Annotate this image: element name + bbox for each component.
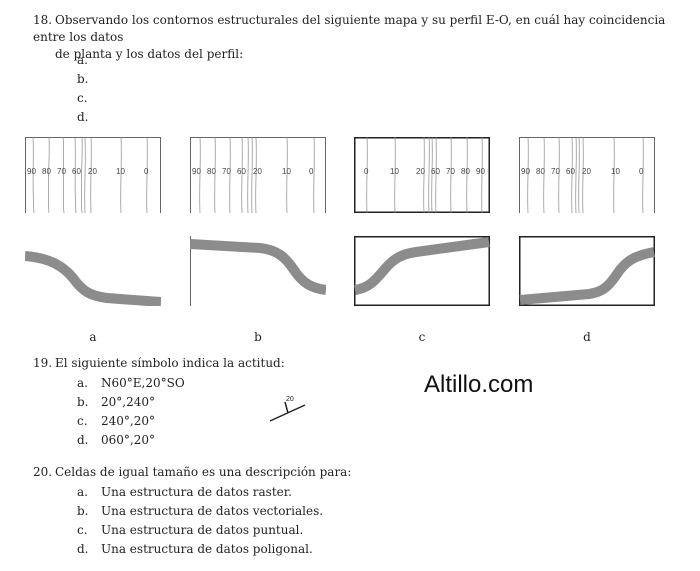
option-18-b[interactable]: b. — [77, 72, 89, 86]
svg-text:90: 90 — [521, 167, 530, 176]
option-20-b[interactable]: b.Una estructura de datos vectoriales. — [77, 504, 324, 518]
svg-text:20: 20 — [582, 167, 591, 176]
map-a: 90 80 70 60 20 10 0 — [25, 137, 161, 213]
panel-b-caption: b — [254, 330, 262, 344]
panel-c-caption: c — [418, 330, 426, 344]
svg-text:60: 60 — [431, 167, 440, 176]
question-19-number: 19. — [33, 356, 53, 370]
option-18-a[interactable]: a. — [77, 53, 88, 67]
panel-a-caption: a — [89, 330, 97, 344]
svg-text:90: 90 — [192, 167, 201, 176]
svg-text:20: 20 — [88, 167, 97, 176]
option-19-a[interactable]: a.N60°E,20°SO — [77, 376, 185, 390]
question-18-text-line1: Observando los contornos estructurales d… — [33, 13, 666, 44]
svg-text:70: 70 — [551, 167, 560, 176]
svg-text:80: 80 — [536, 167, 545, 176]
question-20: 20.Celdas de igual tamaño es una descrip… — [33, 464, 351, 481]
question-18: 18.Observando los contornos estructurale… — [33, 12, 673, 63]
strike-dip-label: 20 — [286, 396, 294, 403]
question-18-options: a. b. c. d. — [77, 51, 89, 127]
profile-c — [354, 236, 490, 306]
option-19-b[interactable]: b.20°,240° — [77, 395, 155, 409]
svg-text:0: 0 — [309, 167, 314, 176]
svg-text:10: 10 — [282, 167, 291, 176]
option-18-d[interactable]: d. — [77, 110, 89, 124]
svg-text:70: 70 — [57, 167, 66, 176]
svg-text:10: 10 — [611, 167, 620, 176]
profile-a — [25, 251, 161, 306]
option-19-d[interactable]: d.060°,20° — [77, 433, 155, 447]
strike-dip-symbol: 20 — [269, 396, 306, 422]
svg-text:70: 70 — [222, 167, 231, 176]
svg-text:10: 10 — [390, 167, 399, 176]
svg-text:60: 60 — [72, 167, 81, 176]
map-d: 90 80 70 60 20 10 0 — [519, 137, 655, 213]
svg-text:0: 0 — [144, 167, 149, 176]
profile-d — [519, 236, 655, 306]
question-18-text-line2: de planta y los datos del perfil: — [55, 47, 244, 61]
svg-text:60: 60 — [566, 167, 575, 176]
svg-text:20: 20 — [253, 167, 262, 176]
svg-text:0: 0 — [364, 167, 369, 176]
svg-text:80: 80 — [461, 167, 470, 176]
option-20-d[interactable]: d.Una estructura de datos poligonal. — [77, 542, 313, 556]
question-20-options: a.Una estructura de datos raster. b.Una … — [77, 483, 323, 559]
svg-text:80: 80 — [207, 167, 216, 176]
svg-text:60: 60 — [237, 167, 246, 176]
question-20-text: Celdas de igual tamaño es una descripció… — [55, 465, 352, 479]
svg-text:0: 0 — [639, 167, 644, 176]
panel-d-caption: d — [583, 330, 591, 344]
svg-text:20: 20 — [416, 167, 425, 176]
map-a-labels: 90 80 70 60 20 10 0 — [27, 167, 149, 176]
map-b-labels: 90 80 70 60 20 10 0 — [192, 167, 314, 176]
map-c: 0 10 20 60 70 80 90 — [354, 137, 490, 213]
option-20-a[interactable]: a.Una estructura de datos raster. — [77, 485, 292, 499]
profile-b — [190, 236, 326, 306]
option-18-c[interactable]: c. — [77, 91, 88, 105]
option-20-c[interactable]: c.Una estructura de datos puntual. — [77, 523, 304, 537]
svg-text:70: 70 — [446, 167, 455, 176]
map-b: 90 80 70 60 20 10 0 — [190, 137, 326, 213]
svg-text:10: 10 — [116, 167, 125, 176]
option-19-c[interactable]: c.240°,20° — [77, 414, 155, 428]
svg-text:90: 90 — [476, 167, 485, 176]
question-20-number: 20. — [33, 465, 53, 479]
svg-text:80: 80 — [42, 167, 51, 176]
question-19: 19.El siguiente símbolo indica la actitu… — [33, 355, 285, 372]
question-19-options: a.N60°E,20°SO b.20°,240° c.240°,20° d.06… — [77, 374, 185, 450]
map-d-labels: 90 80 70 60 20 10 0 — [521, 167, 644, 176]
watermark-logo: Altillo.com — [424, 371, 534, 398]
question-18-number: 18. — [33, 13, 53, 27]
svg-text:90: 90 — [27, 167, 36, 176]
question-19-text: El siguiente símbolo indica la actitud: — [55, 356, 285, 370]
map-c-labels: 0 10 20 60 70 80 90 — [364, 167, 485, 176]
